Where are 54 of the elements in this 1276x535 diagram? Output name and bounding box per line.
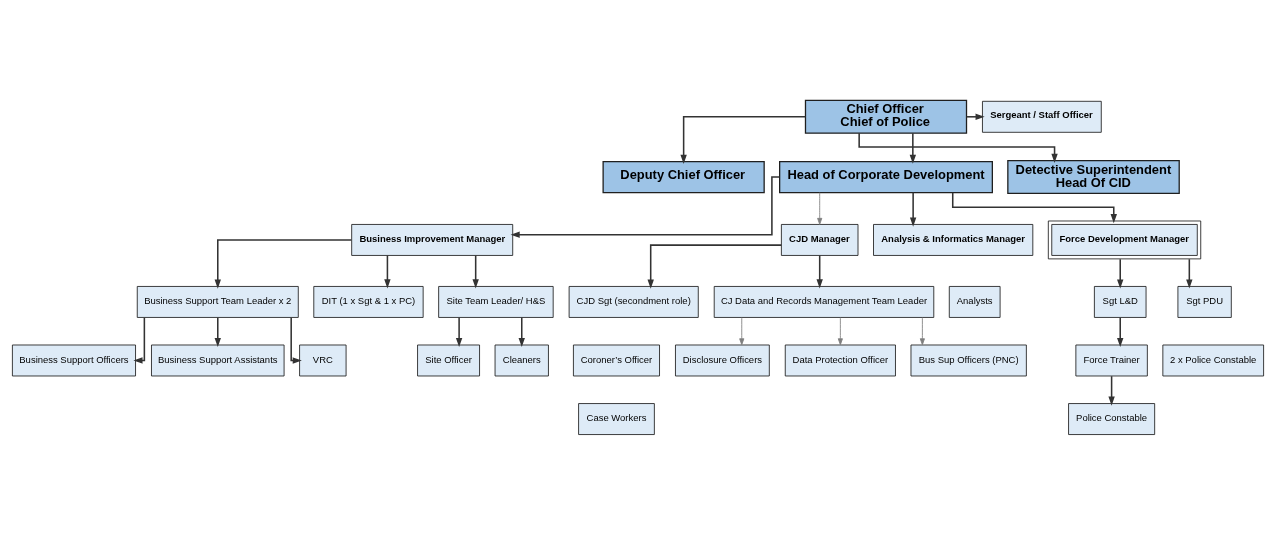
node-box: Business Improvement Manager (351, 224, 514, 256)
node-box: DIT (1 x Sgt & 1 x PC) (313, 286, 424, 318)
arrow (290, 316, 302, 364)
node-box: Sgt L&D (1093, 286, 1147, 318)
node-box: 2 x Police Constable (1162, 344, 1265, 377)
arrow (909, 191, 917, 227)
arrow (739, 317, 745, 346)
arrow (214, 316, 221, 348)
node-box: Detective Superintendent Head Of CID (1007, 160, 1180, 195)
node-box: Head of Corporate Development (779, 160, 993, 194)
node-box: Analysis & Informatics Manager (873, 224, 1034, 256)
node-box: Data Protection Officer (784, 344, 896, 377)
arrow (965, 113, 985, 120)
node-box: Coroner’s Officer (573, 344, 660, 377)
node-box: Sgt PDU (1177, 286, 1232, 318)
arrow (1117, 316, 1124, 348)
node-box: Site Team Leader/ H&S (438, 286, 554, 318)
node-box: Force Trainer (1075, 344, 1148, 377)
arrow (455, 316, 463, 348)
node-box: CJD Manager (780, 224, 859, 256)
arrow (1117, 258, 1124, 289)
arrow (214, 239, 353, 289)
arrow (1108, 375, 1115, 406)
node-box: CJD Sgt (secondment role) (568, 286, 699, 318)
arrow (472, 254, 479, 289)
arrow (837, 317, 843, 346)
node-box: Sergeant / Staff Officer (982, 100, 1102, 133)
node-box: Police Constable (1068, 403, 1156, 435)
arrow (817, 192, 823, 225)
node-box: Deputy Chief Officer (602, 160, 765, 194)
arrow (1186, 258, 1193, 289)
node-box: CJ Data and Records Management Team Leader (713, 286, 935, 318)
arrow (384, 254, 391, 289)
node-box: Bus Sup Officers (PNC) (910, 344, 1027, 377)
node-box: Analysts (948, 286, 1001, 318)
arrow (680, 116, 807, 164)
arrow (909, 132, 917, 164)
arrow (510, 176, 781, 238)
node-box: Force Development Manager (1047, 220, 1202, 260)
node-box: Site Officer (417, 344, 480, 377)
arrow (858, 132, 1058, 163)
node-box: Business Support Officers (11, 344, 136, 377)
arrow (518, 316, 525, 348)
arrow (647, 244, 783, 289)
node-box: Business Support Assistants (151, 344, 285, 377)
node-box: Business Support Team Leader x 2 (136, 286, 299, 318)
node-box: Cleaners (494, 344, 549, 377)
arrow (133, 316, 146, 364)
node-box: Disclosure Officers (675, 344, 770, 377)
node-box: VRC (299, 344, 347, 377)
node-box: Case Workers (578, 403, 655, 435)
node-box: Chief Officer Chief of Police (804, 99, 968, 134)
arrow (816, 254, 823, 289)
arrow (919, 317, 925, 346)
